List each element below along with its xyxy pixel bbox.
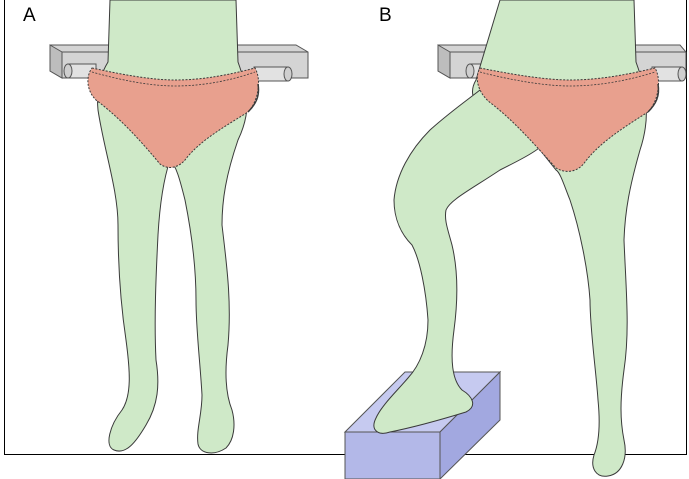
panel-a-right-peg	[254, 67, 292, 81]
panel-a-label: A	[23, 6, 36, 25]
panel-a-drawing	[50, 0, 308, 453]
panel-b-drawing	[345, 0, 686, 479]
panel-a-body	[97, 0, 247, 453]
panel-b-label: B	[379, 6, 392, 25]
